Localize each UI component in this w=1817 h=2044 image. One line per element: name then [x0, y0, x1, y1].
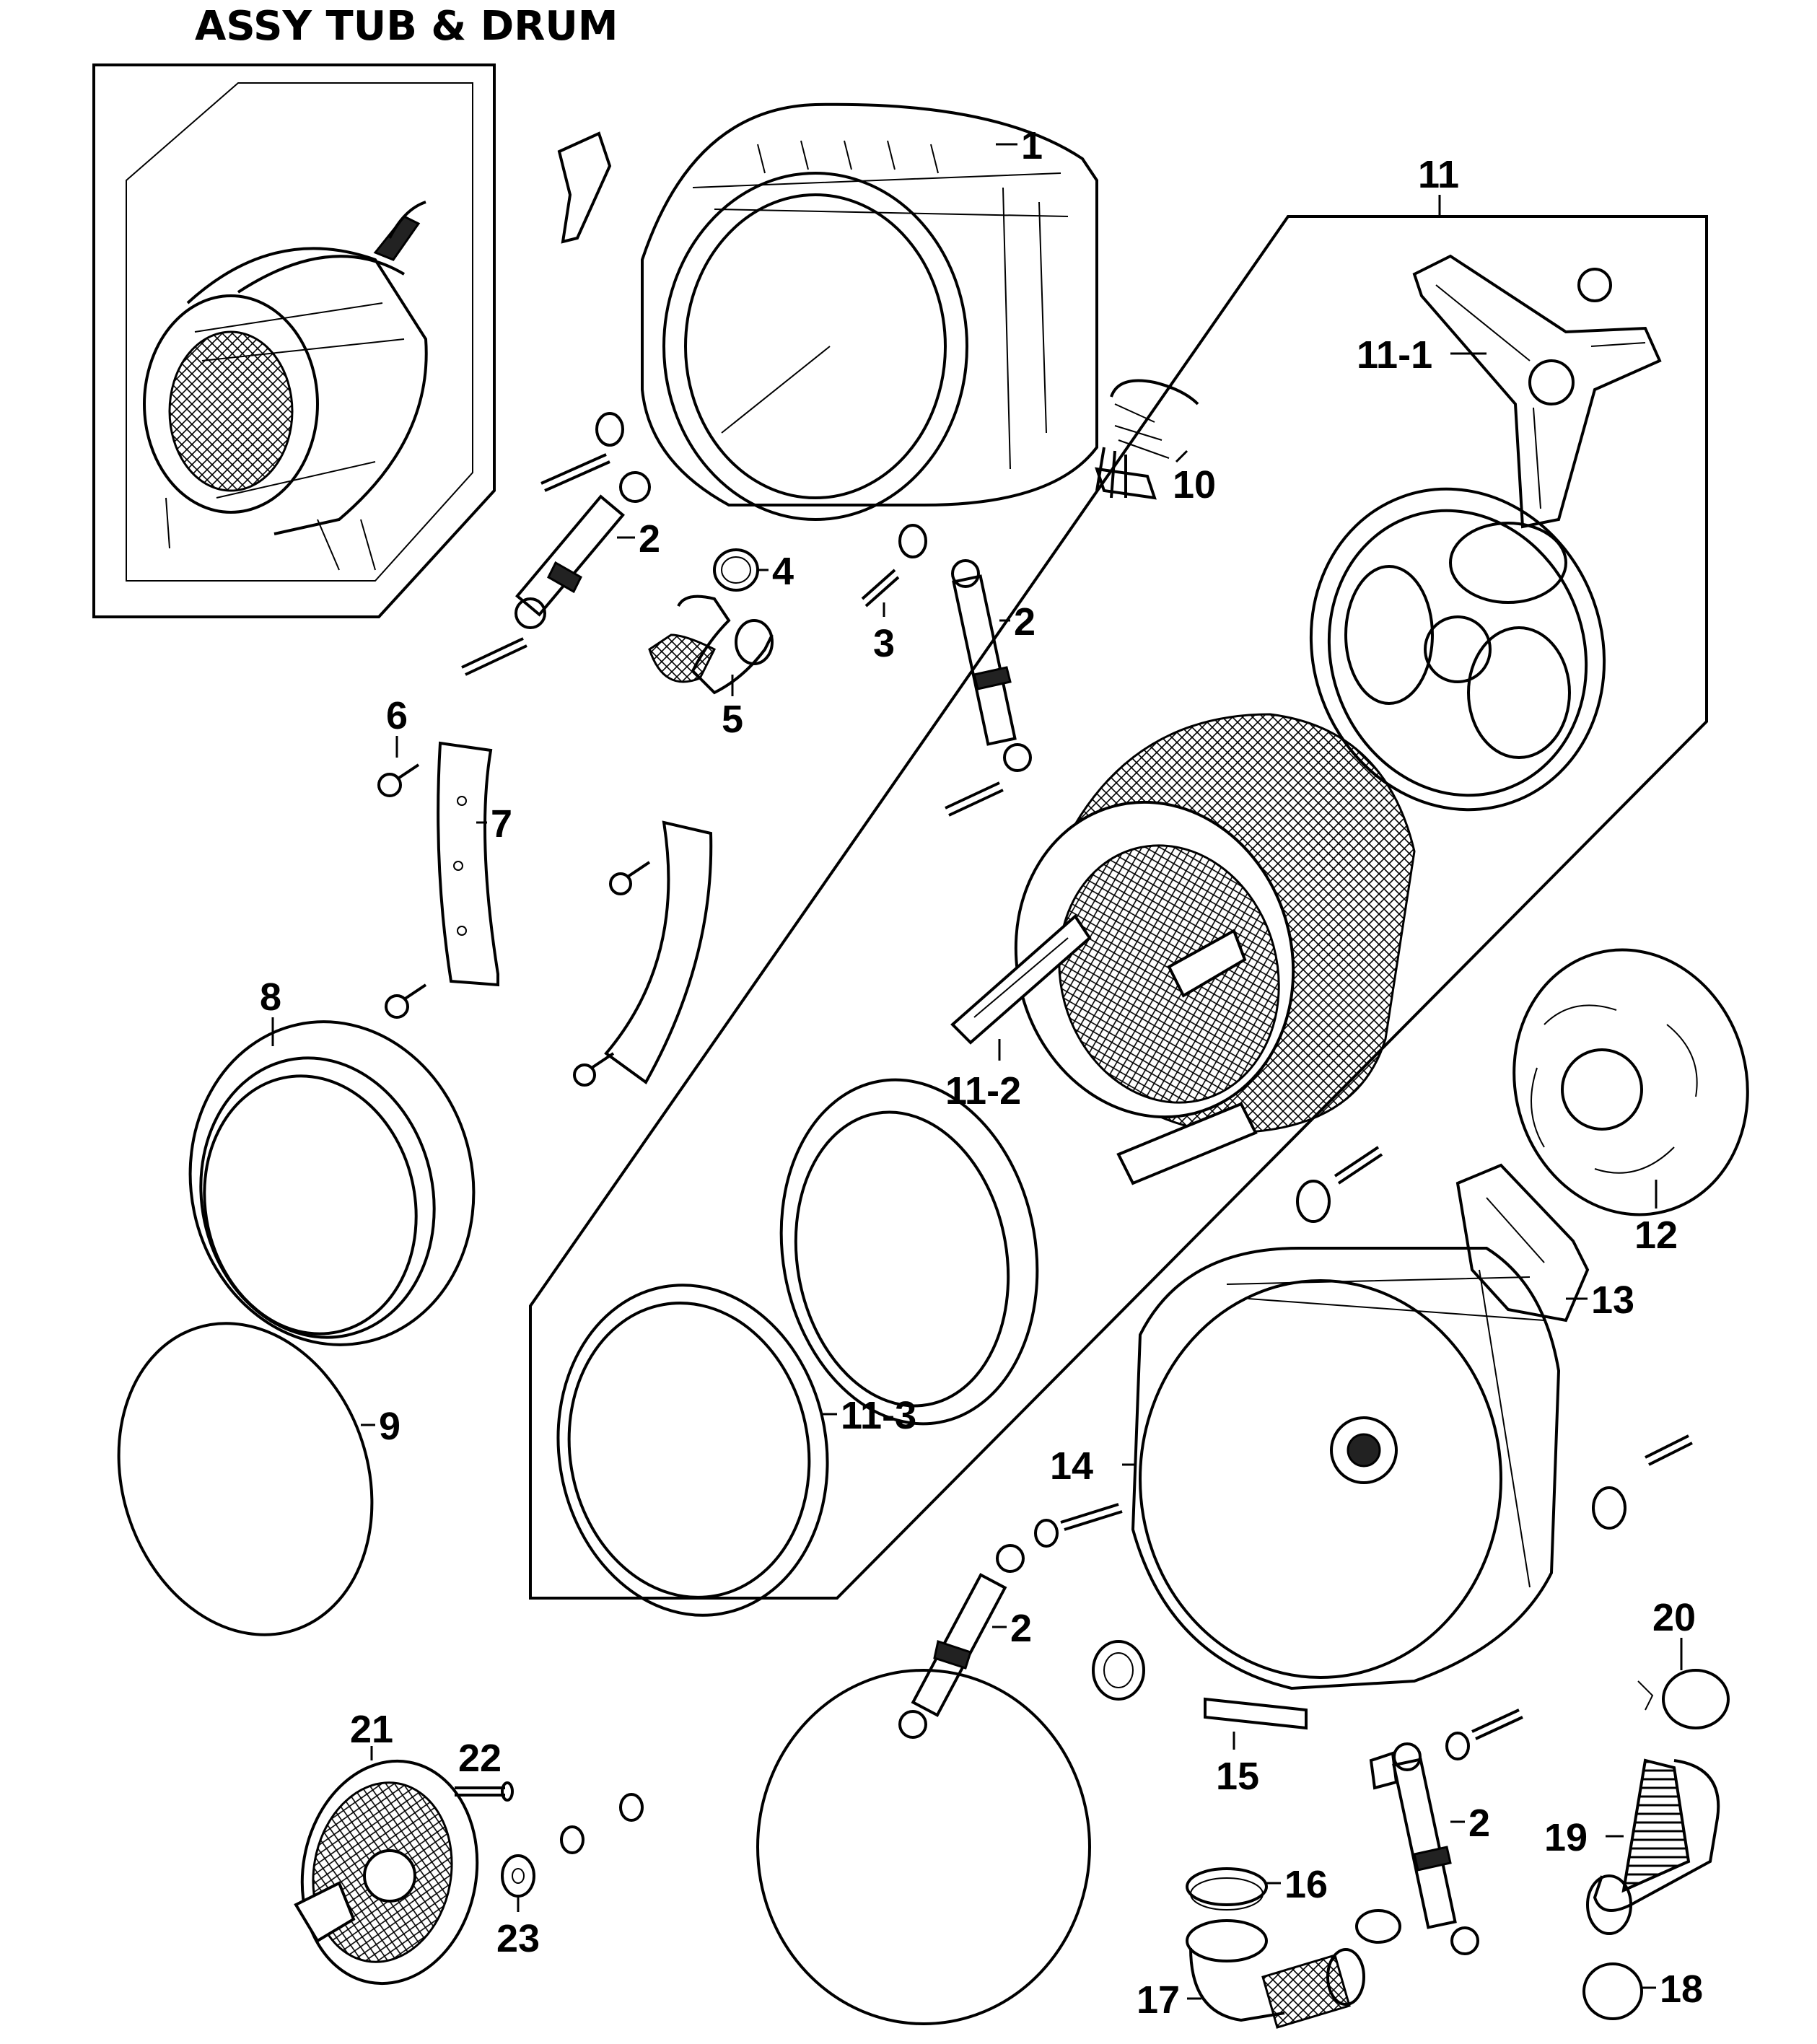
part-20-clamp: [1637, 1669, 1730, 1729]
label-14: 14: [1050, 1444, 1093, 1488]
part-7-bracket: [437, 741, 499, 987]
label-20: 20: [1652, 1596, 1696, 1639]
assembled-tub-inset: [92, 63, 496, 618]
part-11-2-lifter: [950, 913, 1092, 1045]
label-11-1: 11-1: [1357, 333, 1432, 377]
label-21: 21: [350, 1708, 393, 1751]
part-9-cover: [117, 1322, 375, 1636]
label-22: 22: [458, 1737, 502, 1780]
label-11-3: 11-3: [841, 1394, 916, 1437]
label-3: 3: [873, 622, 895, 665]
part-2-shock-upper-left: [515, 471, 651, 629]
label-2c: 2: [1010, 1607, 1032, 1650]
part-12-flange: [1512, 948, 1749, 1216]
part-11-1-spider: [1412, 254, 1662, 529]
part-21-motor: [294, 1759, 479, 1986]
label-1: 1: [1021, 124, 1043, 167]
part-13-bracket: [1455, 1163, 1590, 1323]
diagram-title: ASSY TUB & DRUM: [195, 3, 618, 50]
part-2-shock-upper-right: [951, 559, 1032, 772]
part-10-heater: [1095, 379, 1199, 500]
part-2-shock-lower-right: [1369, 1742, 1479, 1955]
part-15-bracket: [1204, 1697, 1308, 1730]
tub-gasket-ring: [756, 1669, 1091, 2025]
part-2-shock-lower-left: [898, 1544, 1025, 1739]
lower-bolts: [1034, 1503, 1523, 1760]
label-11-2: 11-2: [945, 1069, 1021, 1113]
label-12: 12: [1634, 1214, 1678, 1257]
part-22-bolt: [455, 1781, 514, 1802]
bolts-top: [461, 412, 1004, 817]
label-19: 19: [1544, 1816, 1588, 1859]
part-11-drum-back: [1309, 487, 1606, 812]
label-16: 16: [1284, 1863, 1328, 1906]
label-7: 7: [491, 802, 512, 846]
part-16-clamp: [1186, 1867, 1401, 1944]
part-6-screw: [377, 763, 427, 1019]
part-23-washer: [501, 1793, 644, 1898]
part-11-3-drum-rings: [556, 1078, 1039, 1617]
label-8: 8: [260, 975, 281, 1019]
label-23: 23: [496, 1917, 540, 1960]
label-18: 18: [1660, 1968, 1703, 2011]
label-2a: 2: [639, 517, 660, 561]
part-4-clamp: [713, 548, 759, 592]
part-14-rear-tub: [1131, 1247, 1561, 1690]
label-9: 9: [379, 1405, 400, 1448]
part-17-sump-hose: [1186, 1919, 1365, 2029]
label-11: 11: [1418, 153, 1459, 196]
label-10: 10: [1173, 463, 1216, 506]
part-5-hose: [648, 595, 774, 695]
label-15: 15: [1216, 1755, 1259, 1798]
part-8-front-ring: [188, 1020, 476, 1346]
part-11-drum-assembly-box: [529, 215, 1708, 1600]
part-1-front-tub: [641, 102, 1098, 521]
part-19-bellows-hose: [1586, 1758, 1720, 1935]
tub-rear-bolts: [1296, 1146, 1693, 1530]
part-11-drum-cylinder: [1014, 713, 1416, 1185]
label-6: 6: [386, 694, 408, 737]
part-18-clamp: [1582, 1962, 1643, 2020]
part-7-bracket-2: [573, 820, 713, 1087]
part-1-bracket: [557, 131, 612, 244]
label-17: 17: [1137, 1978, 1180, 2022]
label-4: 4: [772, 550, 794, 593]
label-13: 13: [1591, 1278, 1634, 1322]
label-5: 5: [722, 698, 743, 741]
label-2d: 2: [1468, 1802, 1490, 1845]
